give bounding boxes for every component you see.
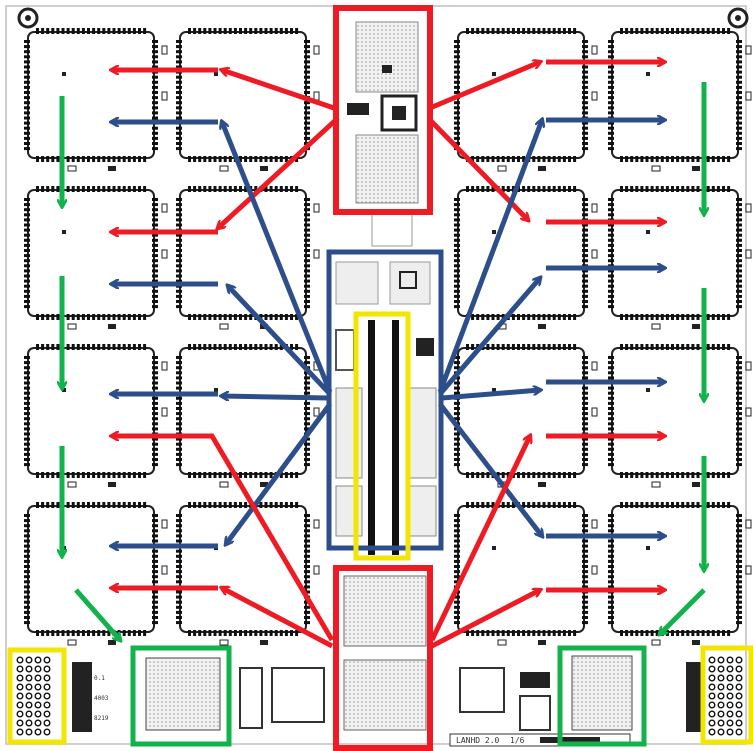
module-3-3: [454, 344, 597, 487]
blue-arrow: [222, 396, 328, 398]
module-2-3: [454, 186, 597, 329]
connector-text-1: 0.1: [94, 675, 105, 682]
module-4-1: [24, 502, 167, 645]
module-2-4: [608, 186, 751, 329]
board-label: LANHD 2.0: [456, 736, 500, 745]
connector-text-3: 8219: [94, 715, 109, 722]
connector-text-2: 4003: [94, 695, 109, 702]
module-1-3: [454, 28, 597, 171]
module-4-2: [176, 502, 319, 645]
module-3-1: [24, 344, 167, 487]
module-1-4: [608, 28, 751, 171]
board-rev: 1/6: [510, 736, 525, 745]
module-4-4: [608, 502, 751, 645]
module-2-1: [24, 186, 167, 329]
module-3-2: [176, 344, 319, 487]
module-1-2: [176, 28, 319, 171]
module-1-1: [24, 28, 167, 171]
module-3-4: [608, 344, 751, 487]
